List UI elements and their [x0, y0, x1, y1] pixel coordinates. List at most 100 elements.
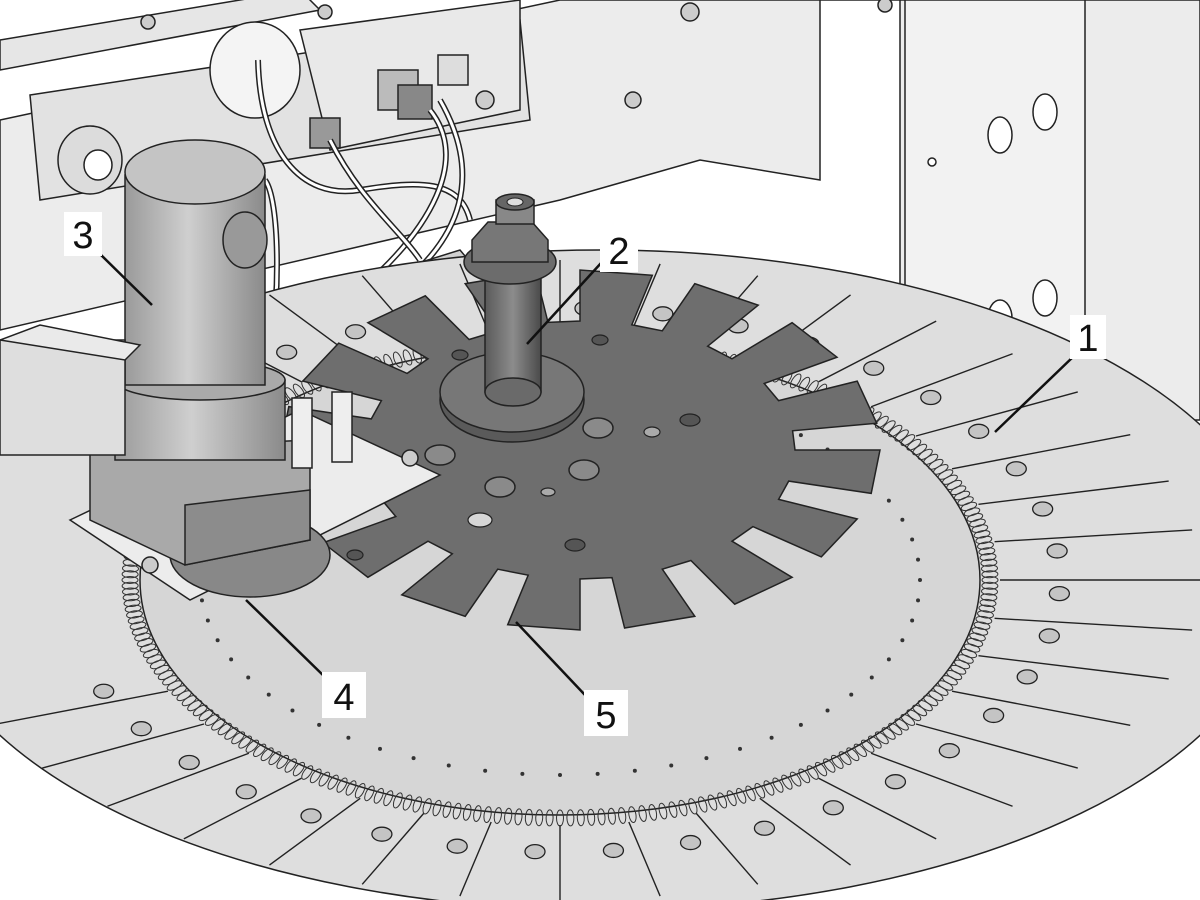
holder-bolt — [1046, 543, 1068, 559]
hole-dot — [798, 433, 803, 438]
hole-dot — [825, 708, 830, 713]
holder-bolt — [371, 826, 393, 842]
callout-label: 4 — [333, 677, 354, 719]
spring-coil — [973, 621, 991, 630]
spring-coil — [452, 802, 462, 820]
holder-bolt — [276, 344, 298, 360]
spring-coil — [981, 564, 998, 573]
holder-bolt — [344, 324, 367, 340]
spring-coil — [814, 761, 828, 777]
hole-dot — [266, 692, 271, 697]
spring-coil — [846, 747, 860, 762]
spring-coil — [364, 785, 375, 802]
spring-coil — [668, 801, 678, 818]
spring-coil — [146, 654, 163, 664]
spring-coil — [969, 632, 986, 642]
spring-coil — [966, 638, 984, 648]
spring-coil — [648, 804, 658, 821]
spring-coil — [823, 758, 836, 773]
spring-coil — [853, 743, 867, 758]
spring-coil — [127, 615, 145, 625]
spring-coil — [122, 564, 139, 573]
spring-coil — [798, 376, 811, 392]
hole-dot — [229, 657, 234, 662]
callout-3: 3 — [64, 212, 102, 257]
spring-coil — [881, 420, 896, 433]
holder-divider — [951, 434, 1131, 470]
holder-bolt — [938, 743, 960, 759]
holder-divider — [183, 777, 302, 840]
spring-coil — [658, 802, 668, 820]
spring-coil — [971, 627, 989, 636]
rotor-disk — [279, 269, 881, 631]
spring-coil — [121, 570, 139, 579]
hole-dot — [199, 598, 204, 603]
spring-coil — [566, 809, 575, 827]
spring-coil — [973, 530, 991, 539]
spring-coil — [978, 604, 996, 613]
hole-dot — [769, 735, 774, 740]
spring-coil — [874, 415, 889, 429]
hole-dot — [246, 675, 251, 680]
spring-coil — [789, 771, 802, 787]
spring-coil — [628, 806, 637, 824]
spring-coil — [868, 735, 882, 749]
spring-coil — [392, 792, 403, 809]
hole-dot — [910, 618, 915, 623]
spring-coil — [336, 777, 348, 793]
spring-coil — [981, 576, 999, 584]
hole-dot — [595, 771, 600, 776]
spring-coil — [950, 485, 967, 496]
holder-divider — [361, 812, 425, 885]
hole-dot — [869, 675, 874, 680]
spring-coil — [124, 604, 142, 613]
spring-coil — [900, 713, 916, 726]
spring-coil — [953, 659, 971, 670]
holder-divider — [759, 797, 851, 866]
callout-4: 4 — [322, 672, 366, 719]
holder-divider — [459, 821, 492, 897]
spring-coil — [245, 739, 260, 753]
hole-dot — [900, 517, 905, 522]
hole-dot — [669, 763, 674, 768]
spring-coil — [781, 774, 793, 790]
spring-coil — [953, 490, 971, 501]
holder-divider — [107, 752, 250, 807]
callout-label: 3 — [72, 215, 93, 257]
spring-coil — [284, 758, 297, 773]
spring-coil — [139, 643, 157, 653]
spring-coil — [707, 794, 718, 811]
holder-bolt — [524, 844, 546, 860]
holder-bolt — [753, 820, 776, 836]
hole-dot — [900, 638, 905, 643]
spring-coil — [524, 808, 533, 826]
spring-coil — [617, 807, 627, 824]
holder-divider — [42, 723, 205, 769]
hole-dot — [738, 746, 742, 751]
spring-coil — [977, 610, 994, 619]
spring-coil — [432, 799, 442, 817]
spring-coil — [301, 765, 314, 780]
holder-bolt — [1005, 461, 1027, 477]
spring-coil — [860, 739, 875, 753]
spring-coil — [231, 731, 246, 745]
holder-divider — [870, 752, 1013, 807]
sample-holder-ring — [0, 260, 1200, 900]
holder-bolt — [602, 842, 625, 859]
spring-coil — [981, 581, 999, 590]
spring-coil — [253, 743, 267, 758]
spring-coil — [789, 373, 802, 389]
spring-coil — [979, 598, 997, 608]
hole-dot — [317, 722, 322, 727]
spring-coil — [963, 643, 981, 653]
holder-bolt — [235, 784, 257, 800]
spring-coil — [122, 593, 140, 602]
spring-coil — [975, 615, 993, 625]
spring-coil — [717, 792, 728, 809]
central-shaft — [439, 193, 585, 443]
spring-coil — [966, 512, 984, 522]
spring-coil — [402, 794, 413, 811]
hole-dot — [378, 746, 382, 751]
spring-coil — [806, 765, 819, 780]
